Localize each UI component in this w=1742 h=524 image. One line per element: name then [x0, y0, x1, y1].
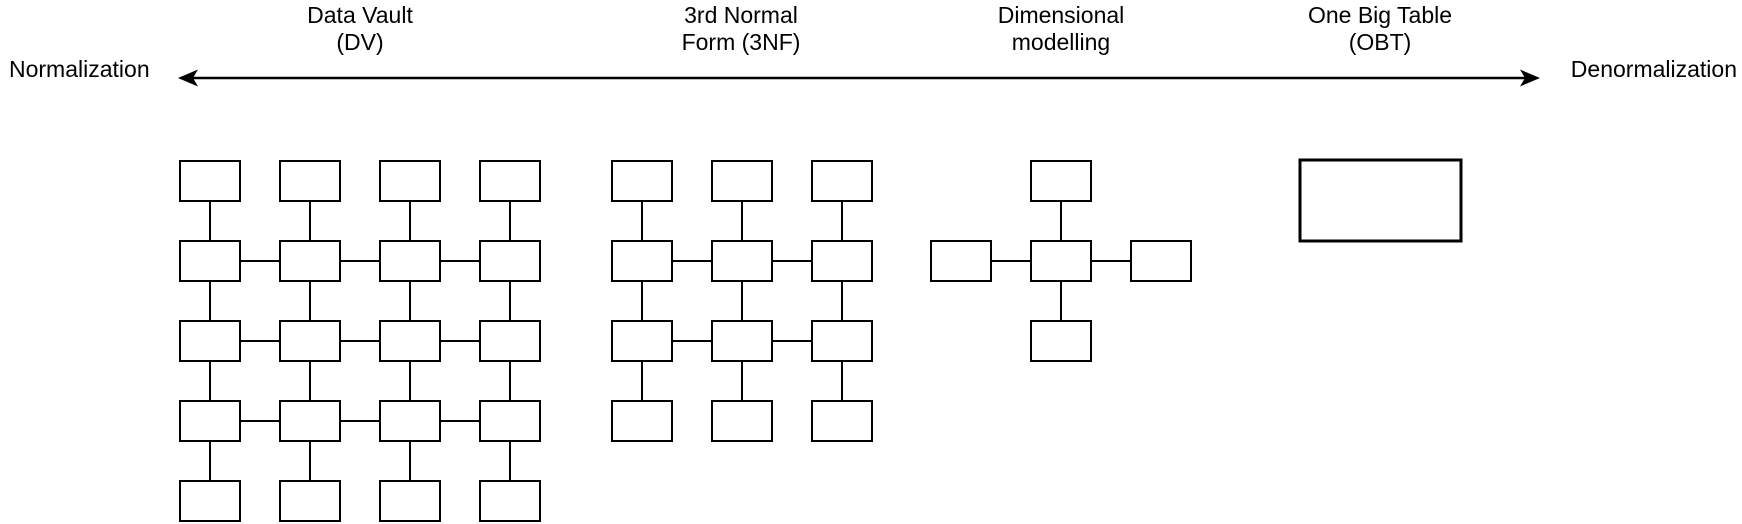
- category-label-third-normal-form: 3rd Normal Form (3NF): [682, 2, 801, 56]
- data-vault-grid-box: [179, 240, 241, 282]
- dimensional-star-satellite-box: [930, 240, 992, 282]
- category-label-line1: 3rd Normal: [684, 2, 798, 28]
- data-vault-grid-box: [279, 400, 341, 442]
- data-vault-grid-box: [179, 320, 241, 362]
- data-vault-grid-box: [479, 320, 541, 362]
- data-vault-grid-box: [379, 160, 441, 202]
- normalization-label: Normalization: [9, 56, 150, 82]
- data-vault-grid-box: [479, 160, 541, 202]
- category-label-data-vault: Data Vault (DV): [307, 2, 413, 56]
- category-label-dimensional-modelling: Dimensional modelling: [998, 2, 1125, 56]
- category-label-one-big-table: One Big Table (OBT): [1308, 2, 1452, 56]
- data-vault-grid-box: [379, 240, 441, 282]
- data-vault-grid-box: [479, 240, 541, 282]
- dimensional-star-center-box: [1030, 240, 1092, 282]
- category-label-line2: modelling: [1011, 29, 1111, 55]
- data-vault-grid-box: [179, 480, 241, 522]
- data-vault-grid-box: [279, 480, 341, 522]
- third-normal-form-grid-box: [711, 160, 773, 202]
- category-label-line1: Dimensional: [997, 2, 1125, 28]
- data-vault-grid-box: [379, 320, 441, 362]
- dimensional-star-satellite-box: [1130, 240, 1192, 282]
- third-normal-form-grid-box: [611, 240, 673, 282]
- denormalization-label: Denormalization: [1570, 56, 1737, 82]
- axis-arrow-head-left: [178, 69, 198, 87]
- third-normal-form-grid-box: [611, 320, 673, 362]
- data-vault-grid-box: [379, 480, 441, 522]
- data-vault-grid-box: [279, 240, 341, 282]
- one-big-table-box: [1298, 158, 1463, 243]
- third-normal-form-grid-box: [711, 400, 773, 442]
- dimensional-star-satellite-box: [1030, 320, 1092, 362]
- category-label-line1: Data Vault: [307, 2, 413, 28]
- third-normal-form-grid-box: [811, 240, 873, 282]
- data-vault-grid-box: [379, 400, 441, 442]
- third-normal-form-grid-box: [811, 160, 873, 202]
- third-normal-form-grid-box: [811, 320, 873, 362]
- third-normal-form-grid-box: [711, 320, 773, 362]
- third-normal-form-grid-box: [811, 400, 873, 442]
- axis-arrow-head-right: [1520, 69, 1540, 87]
- category-label-line2: (OBT): [1348, 29, 1412, 55]
- third-normal-form-grid-box: [611, 160, 673, 202]
- data-vault-grid-box: [179, 160, 241, 202]
- third-normal-form-grid-box: [711, 240, 773, 282]
- data-vault-grid-box: [279, 320, 341, 362]
- third-normal-form-grid-box: [611, 400, 673, 442]
- category-label-line2: (DV): [336, 29, 384, 55]
- category-label-line2: Form (3NF): [681, 29, 801, 55]
- category-label-line1: One Big Table: [1307, 2, 1453, 28]
- data-vault-grid-box: [479, 400, 541, 442]
- data-vault-grid-box: [279, 160, 341, 202]
- data-vault-grid-box: [179, 400, 241, 442]
- dimensional-star-satellite-box: [1030, 160, 1092, 202]
- data-vault-grid-box: [479, 480, 541, 522]
